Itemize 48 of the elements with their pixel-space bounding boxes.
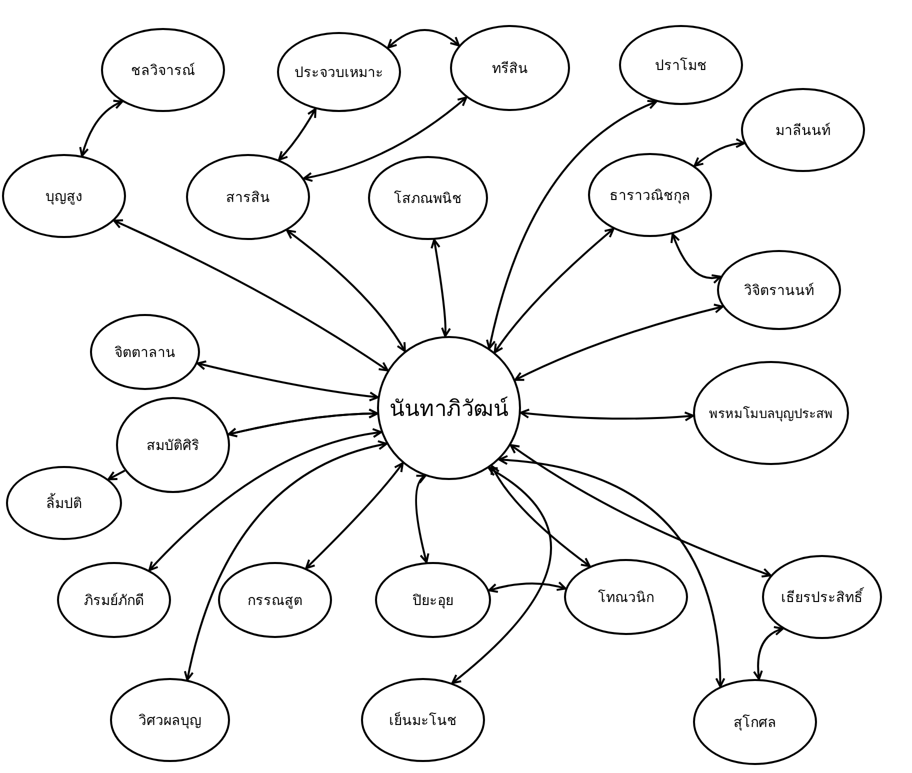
- arrow: [305, 462, 404, 570]
- name-ellipse: สุโกศล: [693, 679, 817, 765]
- arrow: [510, 444, 772, 578]
- arrow: [387, 29, 460, 49]
- name-ellipse: ปิยะอุย: [375, 562, 491, 638]
- name-ellipse: จิตตาลาน: [90, 314, 200, 390]
- name-ellipse: วิจิตรานนท์: [717, 250, 841, 330]
- arrow: [753, 626, 784, 680]
- arrow: [520, 408, 694, 422]
- name-ellipse: ประจวบเหมาะ: [277, 32, 401, 112]
- name-ellipse: พรหมโมบลบุญประสพ: [693, 361, 849, 465]
- name-ellipse: บุญสูง: [2, 154, 126, 238]
- arrow: [302, 96, 468, 182]
- arrow: [184, 440, 388, 681]
- name-ellipse: สมบัติศิริ: [116, 397, 230, 493]
- arrow: [196, 360, 379, 402]
- name-ellipse: สารสิน: [186, 154, 310, 240]
- name-ellipse: ชลวิจารณ์: [101, 28, 225, 112]
- name-ellipse: มาลีนนท์: [741, 88, 865, 172]
- arrow: [486, 100, 658, 350]
- arrow: [694, 138, 746, 167]
- arrow: [451, 467, 552, 684]
- arrow: [514, 304, 724, 381]
- arrow: [148, 428, 382, 572]
- arrow: [108, 470, 126, 480]
- arrow: [494, 228, 614, 354]
- name-ellipse: ปราโมช: [619, 25, 743, 105]
- name-ellipse: ธาราวณิชกุล: [588, 153, 712, 237]
- name-ellipse: โสภณพนิช: [368, 156, 488, 240]
- name-ellipse: ลิ้มปติ: [6, 466, 122, 540]
- name-ellipse: ทรีสิน: [450, 25, 570, 111]
- name-ellipse: เย็นมะโนช: [361, 678, 485, 762]
- arrow: [79, 100, 124, 157]
- arrow: [286, 229, 406, 352]
- arrow: [490, 464, 591, 568]
- name-ellipse: เธียรประสิทธิ์: [762, 555, 882, 639]
- name-circle: นันทาภิวัฒน์: [377, 336, 521, 480]
- name-ellipse: วิศวผลบุญ: [110, 678, 230, 762]
- arrow: [670, 233, 722, 284]
- arrow: [488, 582, 566, 594]
- name-ellipse: กรรณสูต: [218, 562, 332, 638]
- arrow: [498, 455, 725, 688]
- arrow: [415, 474, 430, 564]
- name-ellipse: โทณวนิก: [564, 559, 688, 635]
- name-ellipse: ภิรมย์ภักดี: [57, 562, 171, 638]
- arrow: [113, 219, 389, 372]
- arrow: [278, 108, 316, 161]
- arrow: [430, 238, 451, 338]
